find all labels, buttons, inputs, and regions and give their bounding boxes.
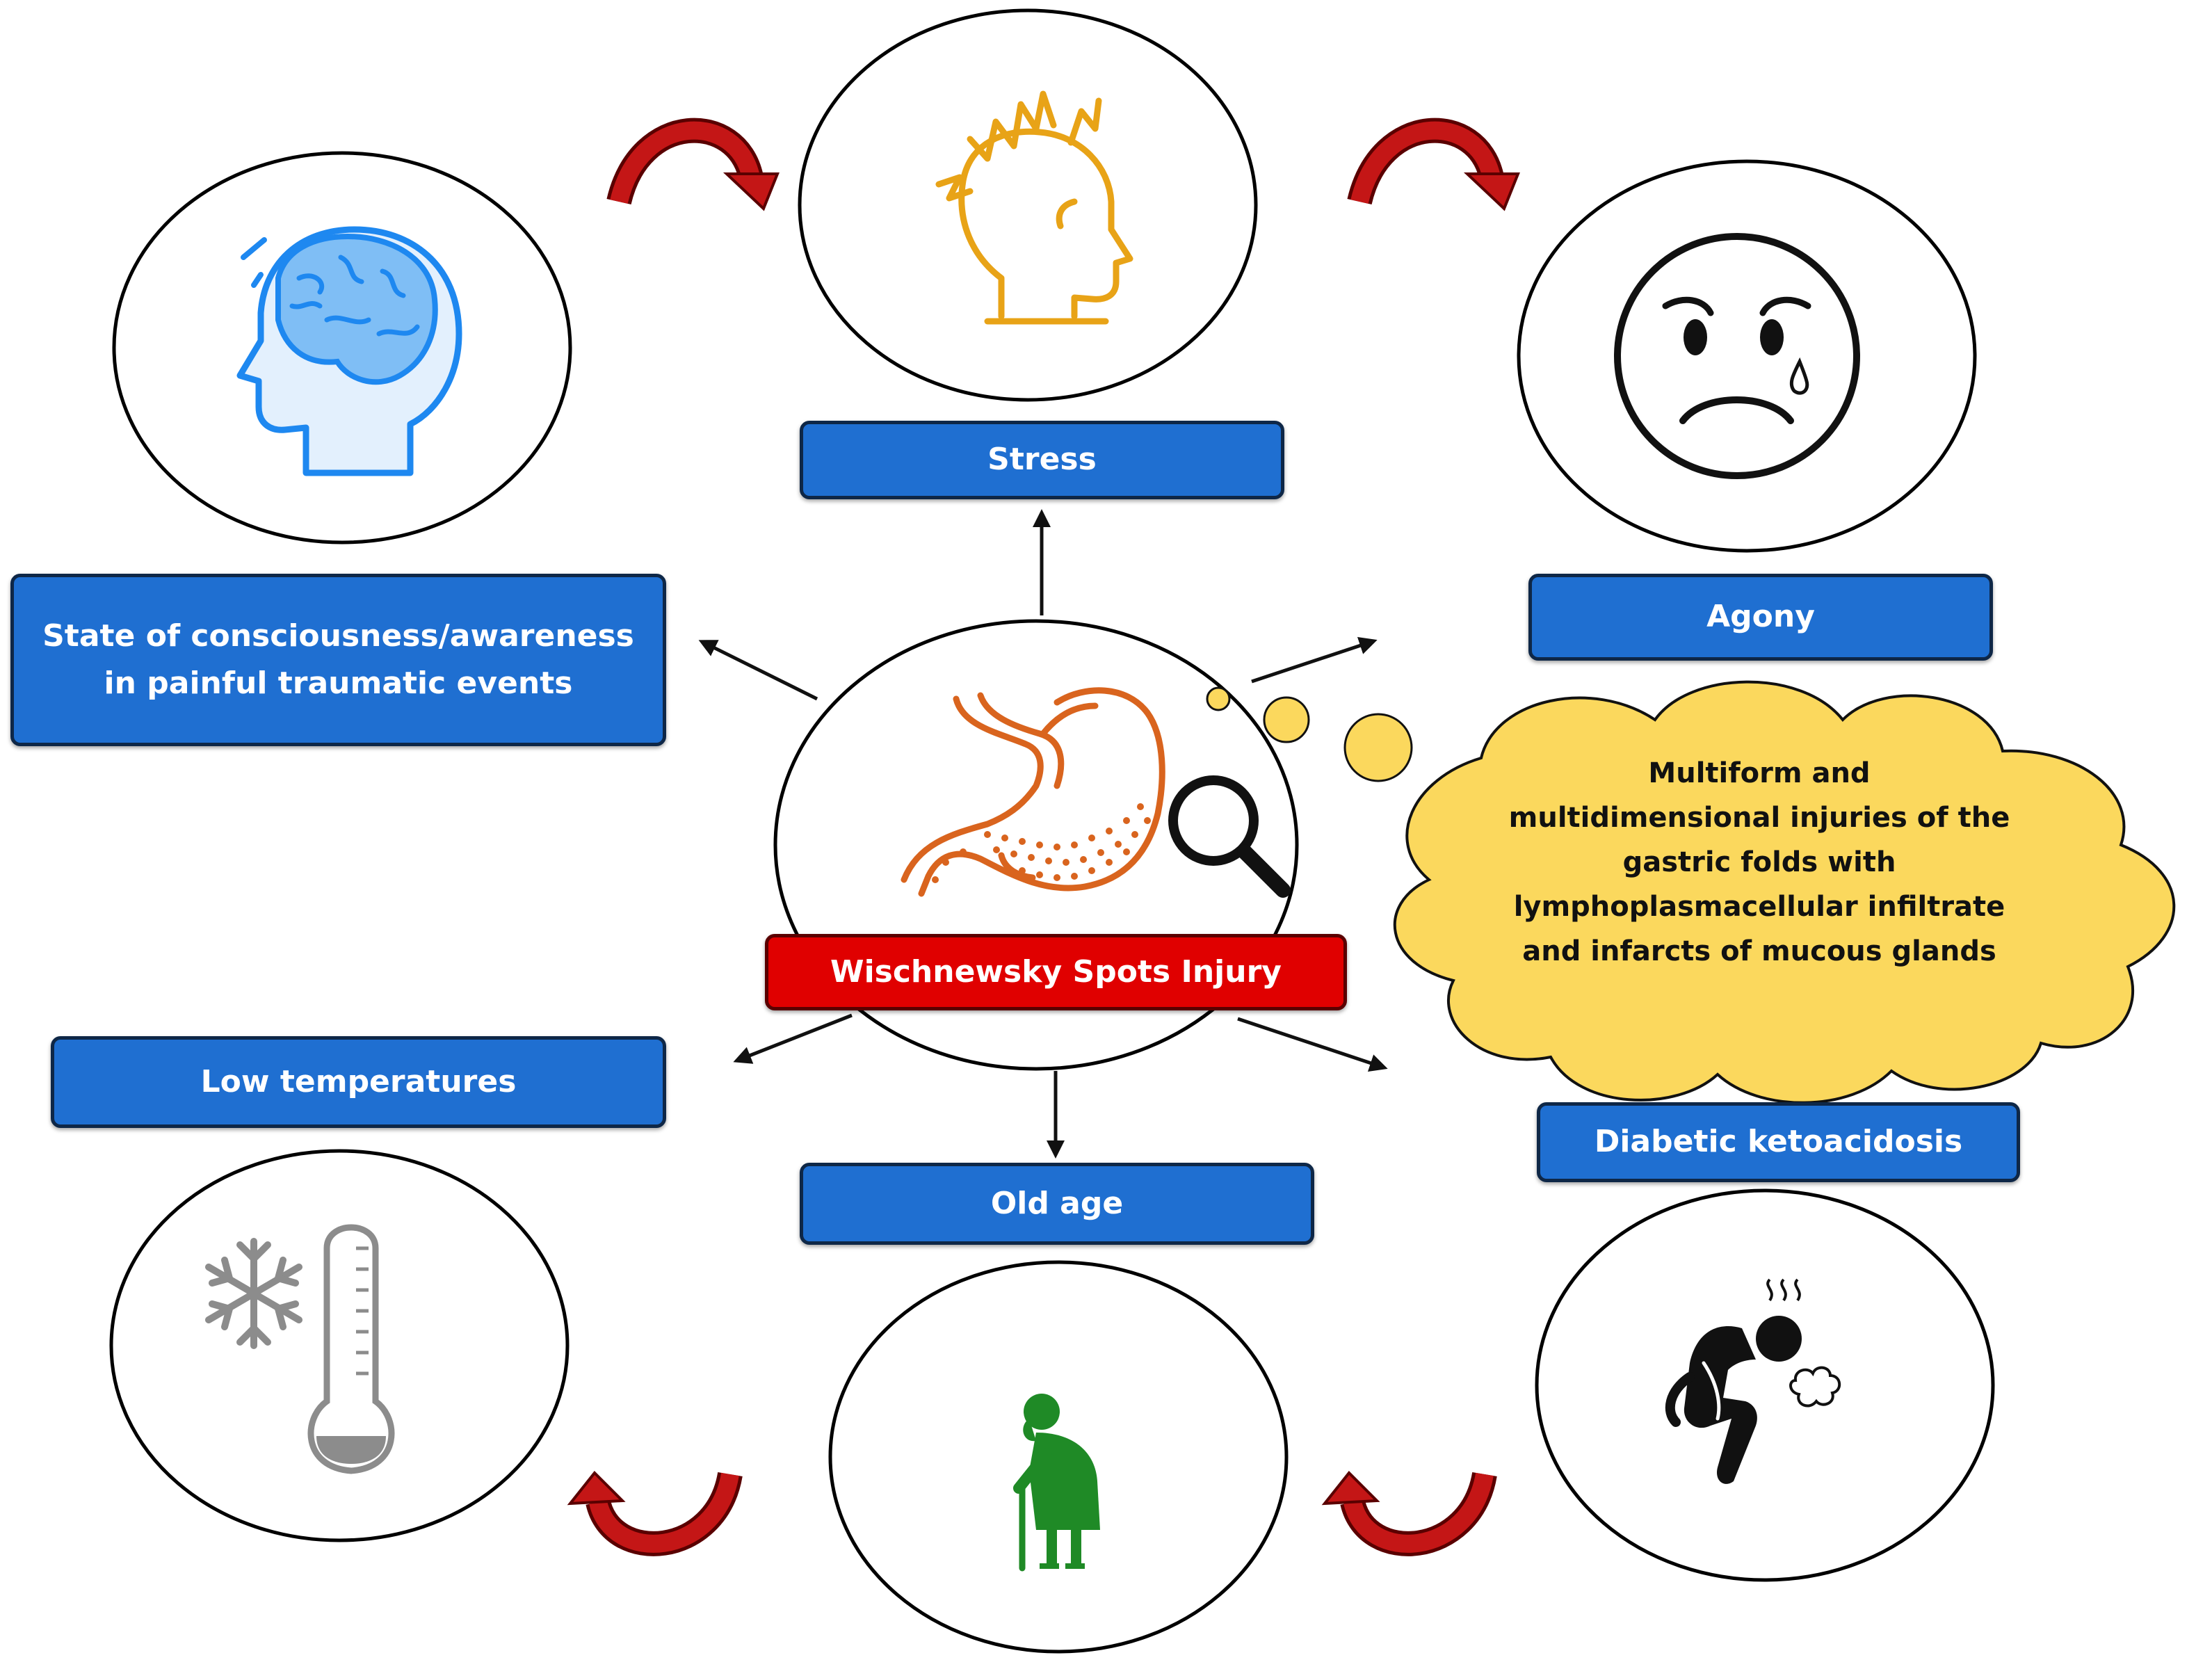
cloud-line-3: gastric folds with [1622,846,1896,878]
vomiting-person-icon [1665,1278,1841,1484]
agony-label: Agony [1528,574,1993,661]
stomach-dots [932,803,1151,883]
cloud-line-4: lymphoplasmacellular infiltrate [1513,891,2005,923]
old-age-label: Old age [800,1163,1314,1245]
cloud-line-2: multidimensional injuries of the [1508,802,2010,834]
diabetic-ketoacidosis-circle [1535,1188,1995,1582]
low-temperatures-label-text: Low temperatures [200,1063,517,1099]
arrow-to-agony [1251,636,1378,684]
diabetic-ketoacidosis-label-text: Diabetic ketoacidosis [1594,1124,1963,1160]
elderly-person-icon [1013,1394,1100,1572]
curved-arrow-top-left [606,118,780,211]
cloud-line-1: Multiform and [1648,757,1871,789]
arrow-to-low-temperatures [733,1013,853,1064]
diabetic-ketoacidosis-label: Diabetic ketoacidosis [1537,1102,2020,1182]
cloud-line-5: and infarcts of mucous glands [1522,935,1996,967]
magnifier-icon [1168,775,1291,898]
consciousness-label: State of consciousness/awareness in pain… [10,574,666,746]
arrow-to-consciousness [698,640,818,701]
thought-cloud [1393,680,2176,1104]
low-temperatures-label: Low temperatures [51,1036,666,1128]
old-age-label-text: Old age [990,1185,1124,1221]
stomach-icon [901,687,1165,897]
stress-label-text: Stress [987,442,1097,478]
agony-label-text: Agony [1706,599,1815,635]
consciousness-label-line-1: State of consciousness/awareness [42,618,634,654]
stress-circle [798,8,1258,402]
stress-label: Stress [800,421,1284,499]
thought-bubble-large [1343,713,1413,782]
consciousness-label-text: State of consciousness/awareness in pain… [42,613,634,707]
arrow-to-diabetic-ketoacidosis [1237,1017,1388,1072]
snowflake-icon [205,1238,302,1349]
consciousness-label-line-2: in painful traumatic events [104,666,573,701]
stress-head-icon [935,90,1133,325]
brain-head-icon [236,226,462,476]
thermometer-icon [307,1224,395,1474]
curved-arrow-top-right [1347,118,1520,211]
cloud-description: Multiform and multidimensional injuries … [1502,751,2017,974]
thought-bubble-medium [1263,696,1310,743]
center-injury-label-text: Wischnewsky Spots Injury [830,953,1282,990]
center-injury-label: Wischnewsky Spots Injury [765,934,1347,1010]
curved-arrow-bottom-right [1321,1471,1497,1556]
sad-face-icon [1614,233,1860,479]
curved-arrow-bottom-left [567,1471,743,1556]
thought-bubble-small [1206,686,1231,711]
